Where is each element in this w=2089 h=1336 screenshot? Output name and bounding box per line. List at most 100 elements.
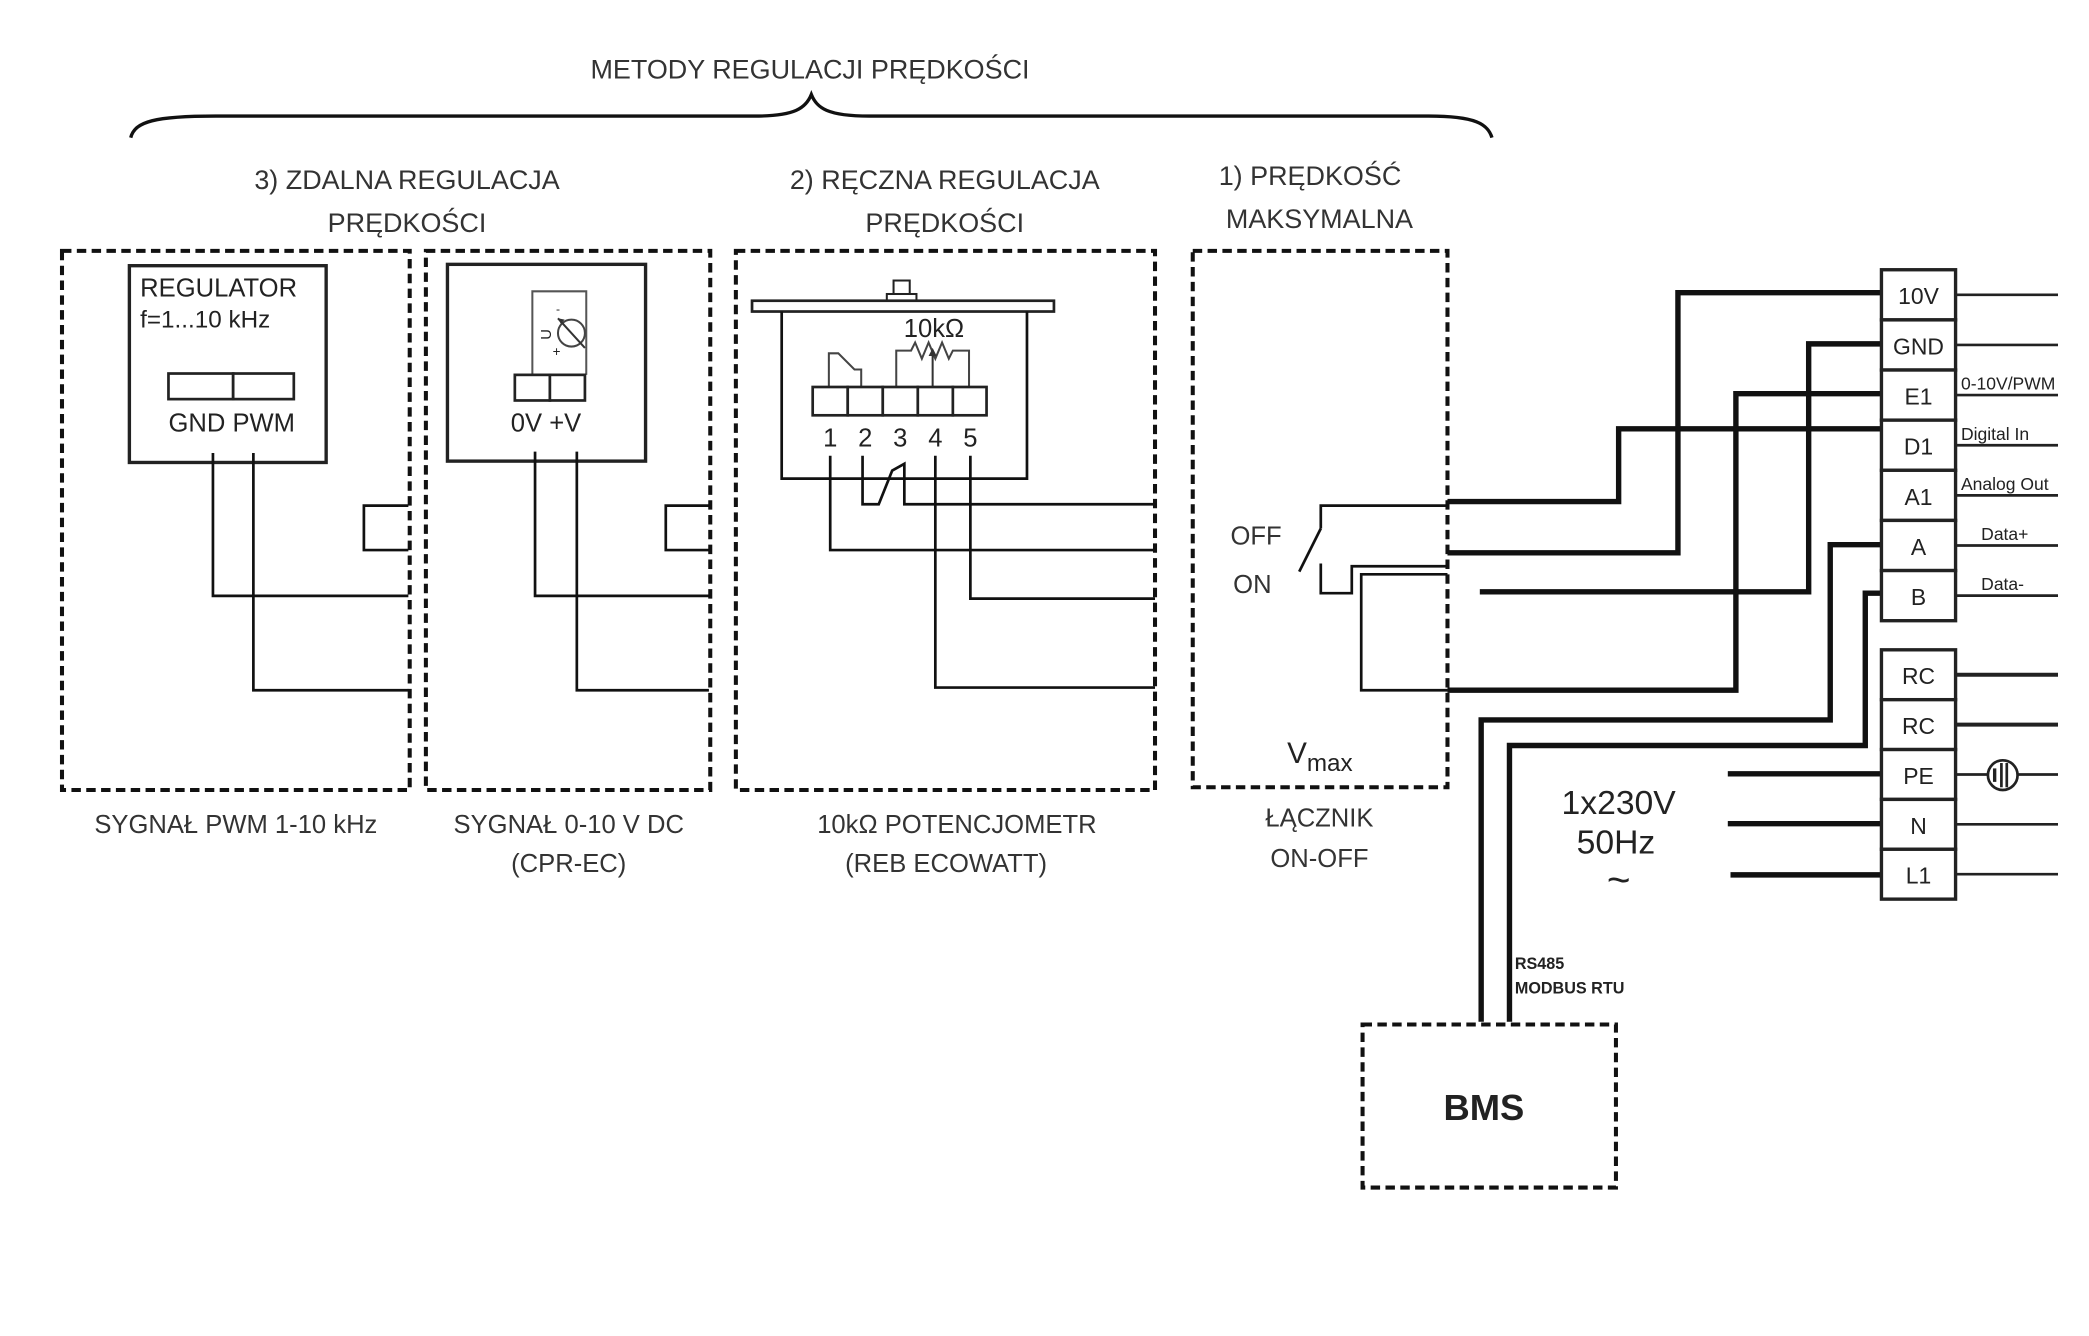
bus-wire-b bbox=[1506, 590, 1882, 1022]
control-terminal: D1 Digital In bbox=[1879, 418, 2059, 472]
bus-wire-a bbox=[1478, 541, 1882, 1022]
terminal-note: Data+ bbox=[1981, 524, 2028, 544]
voltage-terminal-plus-v bbox=[548, 373, 587, 402]
bus-label-1: RS485 bbox=[1515, 955, 1564, 973]
terminal-label: RC bbox=[1902, 713, 1935, 739]
potentiometer-terminal-4 bbox=[916, 385, 955, 417]
interconnect-wires bbox=[1447, 289, 1882, 1022]
terminal-label: RC bbox=[1902, 663, 1935, 689]
switch-caption-2: ON-OFF bbox=[1270, 845, 1368, 873]
voltage-0v-wire bbox=[533, 451, 709, 598]
power-terminal: N bbox=[1879, 797, 2059, 851]
terminal-note: 0-10V/PWM bbox=[1961, 374, 2055, 394]
diagram-title: METODY REGULACJI PRĘDKOŚCI bbox=[590, 52, 1029, 84]
potentiometer-terminal-5 bbox=[951, 385, 988, 417]
vmax-label: Vmax bbox=[1287, 737, 1353, 777]
voltmeter-icon bbox=[556, 317, 586, 349]
terminal-label: L1 bbox=[1906, 863, 1931, 889]
switch-panel-border bbox=[1190, 248, 1450, 790]
switch-off-label: OFF bbox=[1230, 523, 1281, 551]
wiper-arrowhead-icon bbox=[928, 347, 937, 356]
vmax-v: V bbox=[1287, 737, 1307, 770]
terminal-note: Data- bbox=[1981, 574, 2024, 594]
terminal-number-5: 5 bbox=[963, 424, 977, 452]
potentiometer-terminal-3 bbox=[881, 385, 920, 417]
switch-on-label: ON bbox=[1233, 571, 1271, 599]
regulator-box bbox=[127, 264, 328, 465]
pwm-signal-wire bbox=[252, 453, 409, 692]
vmax-subscript: max bbox=[1307, 750, 1353, 777]
voltage-caption-1: SYGNAŁ 0-10 V DC bbox=[454, 811, 684, 839]
terminal-label: E1 bbox=[1904, 384, 1932, 410]
method-2-heading-2: PRĘDKOŚCI bbox=[865, 206, 1024, 238]
switch-lever-icon bbox=[1298, 527, 1322, 573]
power-terminal-block: RC RC PEN L1 bbox=[1879, 648, 2059, 901]
meter-loop bbox=[531, 290, 588, 375]
pot-wire-2-3 bbox=[861, 455, 1156, 506]
pot-wire-5 bbox=[969, 455, 1156, 600]
earth-ground-icon bbox=[1986, 758, 2019, 792]
regulator-terminal-gnd bbox=[167, 372, 235, 401]
method-1-heading: 1) PRĘDKOŚĆ bbox=[1219, 159, 1402, 191]
terminal-label: A bbox=[1911, 534, 1927, 560]
switch-caption-1: ŁĄCZNIK bbox=[1265, 804, 1373, 832]
terminal-note: Digital In bbox=[1961, 424, 2029, 444]
regulator-terminal-labels: GND PWM bbox=[168, 409, 295, 437]
bms-box bbox=[1360, 1022, 1618, 1190]
switch-panel: OFF ON Vmax ŁĄCZNIK ON-OFF bbox=[1190, 248, 1450, 873]
control-terminal: A Data+ bbox=[1879, 518, 2059, 573]
control-terminal: 10V bbox=[1879, 268, 2059, 322]
method-3-heading: 3) ZDALNA REGULACJA bbox=[254, 165, 559, 195]
power-voltage: 1x230V bbox=[1562, 785, 1677, 822]
meter-plus: + bbox=[553, 344, 561, 359]
wire-to-gnd bbox=[1479, 341, 1882, 595]
power-terminal: L1 bbox=[1879, 847, 2059, 901]
power-terminal: RC bbox=[1879, 697, 2059, 752]
switch-top-contact bbox=[1319, 504, 1448, 529]
power-frequency: 50Hz bbox=[1577, 824, 1656, 861]
method-1-heading-2: MAKSYMALNA bbox=[1226, 204, 1413, 234]
voltage-panel: - U + 0V +V SYGNAŁ 0-10 V DC (CPR-EC) bbox=[423, 248, 713, 878]
voltage-caption-2: (CPR-EC) bbox=[511, 850, 626, 878]
switch-contact-icon bbox=[827, 352, 863, 387]
terminal-number-3: 3 bbox=[893, 424, 907, 452]
bms-label: BMS bbox=[1443, 1087, 1524, 1128]
ac-symbol: ~ bbox=[1607, 857, 1631, 903]
meter-u-label: U bbox=[539, 329, 555, 340]
power-terminal: PE bbox=[1879, 747, 2059, 802]
voltage-terminal-0v bbox=[513, 373, 552, 402]
terminal-cell bbox=[1879, 368, 1958, 422]
pwm-caption: SYGNAŁ PWM 1-10 kHz bbox=[94, 811, 377, 839]
control-terminal: GND bbox=[1879, 318, 2059, 372]
regulator-frequency: f=1...10 kHz bbox=[140, 307, 270, 334]
terminal-label: A1 bbox=[1904, 484, 1932, 510]
method-2-heading: 2) RĘCZNA REGULACJA bbox=[790, 165, 1100, 195]
potentiometer-faceplate bbox=[750, 299, 1056, 313]
terminal-cell bbox=[1879, 468, 1958, 523]
terminal-note: Analog Out bbox=[1961, 474, 2049, 494]
bus-label-2: MODBUS RTU bbox=[1515, 979, 1625, 997]
regulator-title: REGULATOR bbox=[140, 275, 297, 303]
terminal-cell bbox=[1879, 747, 1958, 802]
pot-wire-1 bbox=[828, 455, 1156, 552]
terminal-number-2: 2 bbox=[858, 424, 872, 452]
voltage-plus-wire bbox=[575, 451, 709, 692]
potentiometer-panel: 10kΩ 1 2 3 4 5 10kΩ POTENCJOMETR (REB EC… bbox=[733, 248, 1158, 878]
pwm-panel: REGULATOR f=1...10 kHz GND PWM SYGNAŁ PW… bbox=[59, 248, 412, 839]
pwm-panel-border bbox=[59, 248, 412, 792]
switch-bottom-contact bbox=[1319, 563, 1448, 595]
wire-to-e1 bbox=[1447, 391, 1882, 693]
terminal-number-4: 4 bbox=[928, 424, 942, 452]
power-terminal: RC bbox=[1879, 648, 2059, 702]
terminal-label: D1 bbox=[1904, 434, 1933, 460]
terminal-cell bbox=[1879, 568, 1958, 623]
terminal-number-1: 1 bbox=[823, 424, 837, 452]
regulator-terminal-pwm bbox=[231, 372, 296, 401]
voltage-connector-tab bbox=[664, 504, 709, 552]
switch-return-wire bbox=[1359, 572, 1448, 692]
potentiometer-resistance: 10kΩ bbox=[904, 315, 964, 343]
wire-to-d1 bbox=[1447, 426, 1882, 505]
potentiometer-terminal-2 bbox=[846, 385, 885, 417]
